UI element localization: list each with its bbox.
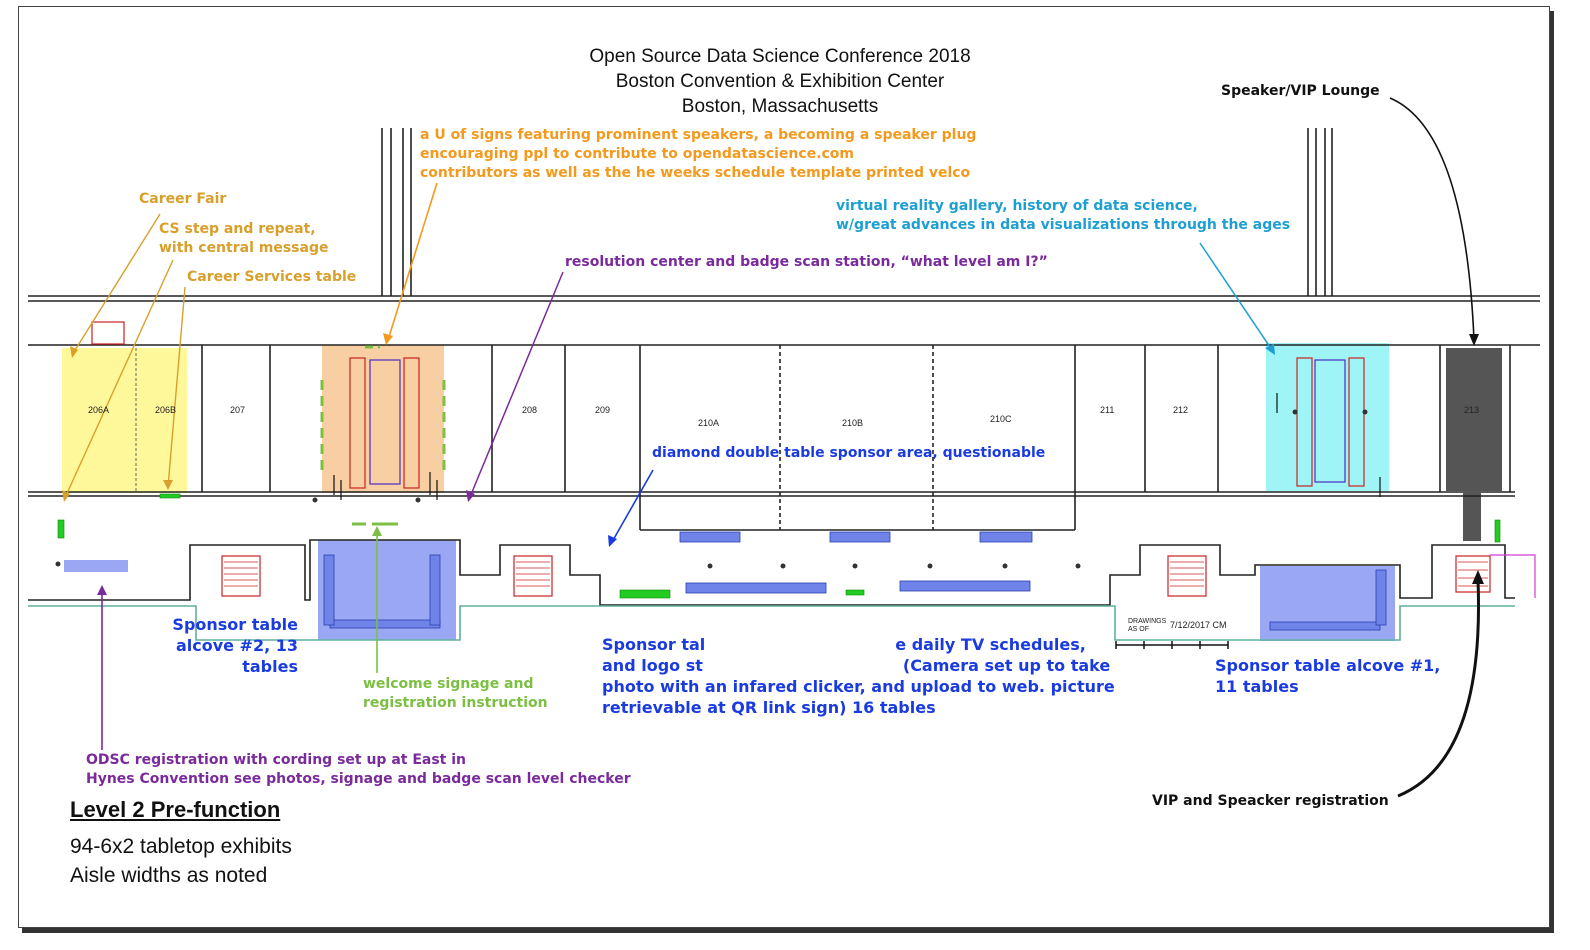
sponsor-alcove-2-line-3: tables [242, 657, 298, 676]
cs-step-line-2: with central message [159, 240, 329, 256]
speaker-signs-zone [322, 345, 444, 493]
career-fair-zone [62, 348, 187, 493]
vr-gallery-zone [1266, 343, 1389, 491]
room-210b-label: 210B [842, 418, 864, 428]
room-209-label: 209 [595, 405, 611, 415]
career-fair-annotation: Career Fair [139, 191, 227, 207]
cs-step-annotation: CS step and repeat, with central message [159, 220, 328, 258]
room-212-label: 212 [1173, 405, 1189, 415]
title-line-1: Open Source Data Science Conference 2018 [589, 46, 971, 67]
sponsor-center-annotation: Sponsor tal e daily TV schedules, and log… [602, 634, 1115, 718]
speaker-lounge-annotation: Speaker/VIP Lounge [1221, 83, 1380, 99]
resolution-center-annotation: resolution center and badge scan station… [565, 254, 1048, 270]
sponsor-center-line-1a: Sponsor tal [602, 635, 706, 654]
odsc-registration-line-2: Hynes Convention see photos, signage and… [86, 771, 631, 787]
sponsor-alcove-2-annotation: Sponsor table alcove #2, 13 tables [140, 614, 298, 677]
cs-step-line-1: CS step and repeat, [159, 221, 316, 237]
drawings-stamp-label: DRAWINGS AS OF [1128, 618, 1167, 633]
vr-gallery-annotation: virtual reality gallery, history of data… [836, 197, 1290, 235]
sponsor-center-line-2b: (Camera set up to take [902, 656, 1111, 675]
sponsor-alcove-2-line-2: alcove #2, 13 [175, 636, 298, 655]
welcome-signage-line-1: welcome signage and [363, 676, 534, 692]
speaker-signs-line-1: a U of signs featuring prominent speaker… [420, 127, 977, 143]
sponsor-center-line-1b: e daily TV schedules, [895, 635, 1086, 654]
room-206a-label: 206A [88, 405, 110, 415]
room-206b-label: 206B [155, 405, 177, 415]
sponsor-alcove-1-line-1: Sponsor table alcove #1, [1215, 656, 1441, 675]
room-210a-label: 210A [698, 418, 720, 428]
sponsor-alcove-1-annotation: Sponsor table alcove #1, 11 tables [1215, 655, 1440, 697]
legend-line-2: Aisle widths as noted [70, 864, 268, 887]
vr-gallery-line-1: virtual reality gallery, history of data… [836, 198, 1198, 214]
registration-zone [64, 560, 128, 572]
drawings-stamp-date: 7/12/2017 CM [1170, 620, 1227, 630]
welcome-signage-annotation: welcome signage and registration instruc… [363, 675, 548, 713]
legend-line-1: 94-6x2 tabletop exhibits [70, 835, 292, 858]
lounge-zone [1446, 348, 1502, 491]
speaker-signs-annotation: a U of signs featuring prominent speaker… [420, 126, 976, 183]
title-line-2: Boston Convention & Exhibition Center [615, 71, 945, 92]
vip-registration-annotation: VIP and Speacker registration [1152, 793, 1389, 809]
sponsor-tables [323, 531, 1387, 631]
vr-gallery-line-2: w/great advances in data visualizations … [836, 217, 1291, 233]
speaker-signs-line-2: encouraging ppl to contribute to opendat… [420, 146, 855, 162]
room-211-label: 211 [1100, 405, 1115, 415]
room-210c-label: 210C [990, 414, 1012, 424]
sponsor-center-line-2a: and logo st [602, 656, 703, 675]
sponsor-alcove-2-line-1: Sponsor table [172, 615, 298, 634]
title-line-3: Boston, Massachusetts [681, 96, 879, 117]
career-services-annotation: Career Services table [187, 269, 357, 285]
sponsor-center-line-4: retrievable at QR link sign) 16 tables [602, 698, 936, 717]
map-title: Open Source Data Science Conference 2018… [560, 44, 1000, 119]
sponsor-alcove-1-line-2: 11 tables [1215, 677, 1299, 696]
odsc-registration-line-1: ODSC registration with cording set up at… [86, 752, 467, 768]
sponsor-center-line-3: photo with an infared clicker, and uploa… [602, 677, 1115, 696]
room-207-label: 207 [230, 405, 246, 415]
escalator-west [91, 321, 1491, 597]
speaker-signs-line-3: contributors as well as the he weeks sch… [420, 165, 971, 181]
legend-title: Level 2 Pre-function [70, 797, 281, 822]
room-213-label: 213 [1464, 405, 1480, 415]
room-208-label: 208 [522, 405, 538, 415]
diamond-area-annotation: diamond double table sponsor area, quest… [652, 445, 1046, 461]
odsc-registration-annotation: ODSC registration with cording set up at… [86, 751, 631, 789]
welcome-signage-line-2: registration instruction [363, 695, 548, 711]
